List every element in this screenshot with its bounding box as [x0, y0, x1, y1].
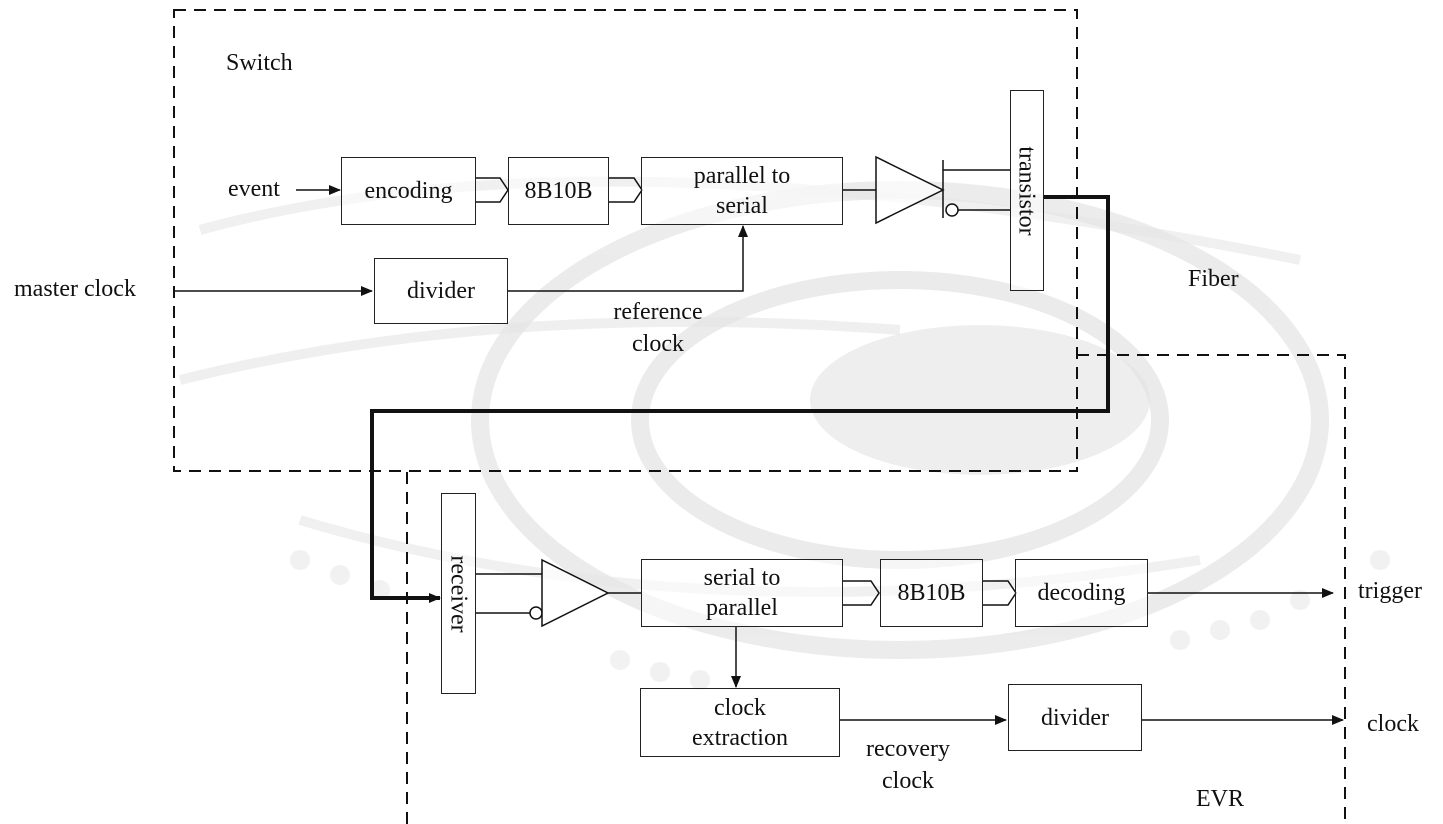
receiver-block: receiver: [441, 493, 476, 694]
evr-region-label: EVR: [1196, 786, 1244, 812]
bus-8b10b-to-p2s: [609, 177, 643, 203]
encoding-block: encoding: [341, 157, 476, 225]
bus-encoding-to-8b10b: [476, 177, 509, 203]
event-input-label: event: [228, 176, 280, 202]
fiber-path: [370, 195, 1110, 603]
transistor-symbol-icon: [942, 160, 1010, 218]
trigger-output-label: trigger: [1358, 578, 1422, 604]
bus-s2p-to-8b10b: [843, 580, 880, 606]
switch-region-border: [173, 9, 1078, 472]
clock-extraction-block: clock extraction: [640, 688, 840, 757]
encoder-8b10b-block: 8B10B: [508, 157, 609, 225]
recovery-clock-label: recovery clock: [866, 736, 950, 795]
decoding-block: decoding: [1015, 559, 1148, 627]
serial-to-parallel-block: serial to parallel: [641, 559, 843, 627]
switch-divider-block: divider: [374, 258, 508, 324]
evr-divider-block: divider: [1008, 684, 1142, 751]
reference-clock-label: reference clock: [613, 299, 703, 358]
bus-8b10b-to-decoding: [983, 580, 1017, 606]
receiver-buffer-icon: [541, 558, 610, 628]
clock-output-label: clock: [1367, 711, 1419, 737]
transistor-block: transistor: [1010, 90, 1044, 291]
receiver-outputs: [476, 573, 543, 620]
parallel-to-serial-block: parallel to serial: [641, 157, 843, 225]
driver-buffer-icon: [875, 155, 945, 225]
evr-region-border: [406, 354, 1346, 824]
decoder-8b10b-block: 8B10B: [880, 559, 983, 627]
switch-region-label: Switch: [226, 50, 293, 76]
master-clock-input-label: master clock: [14, 276, 136, 302]
fiber-label: Fiber: [1188, 266, 1239, 292]
reference-clock-line: [508, 225, 748, 292]
